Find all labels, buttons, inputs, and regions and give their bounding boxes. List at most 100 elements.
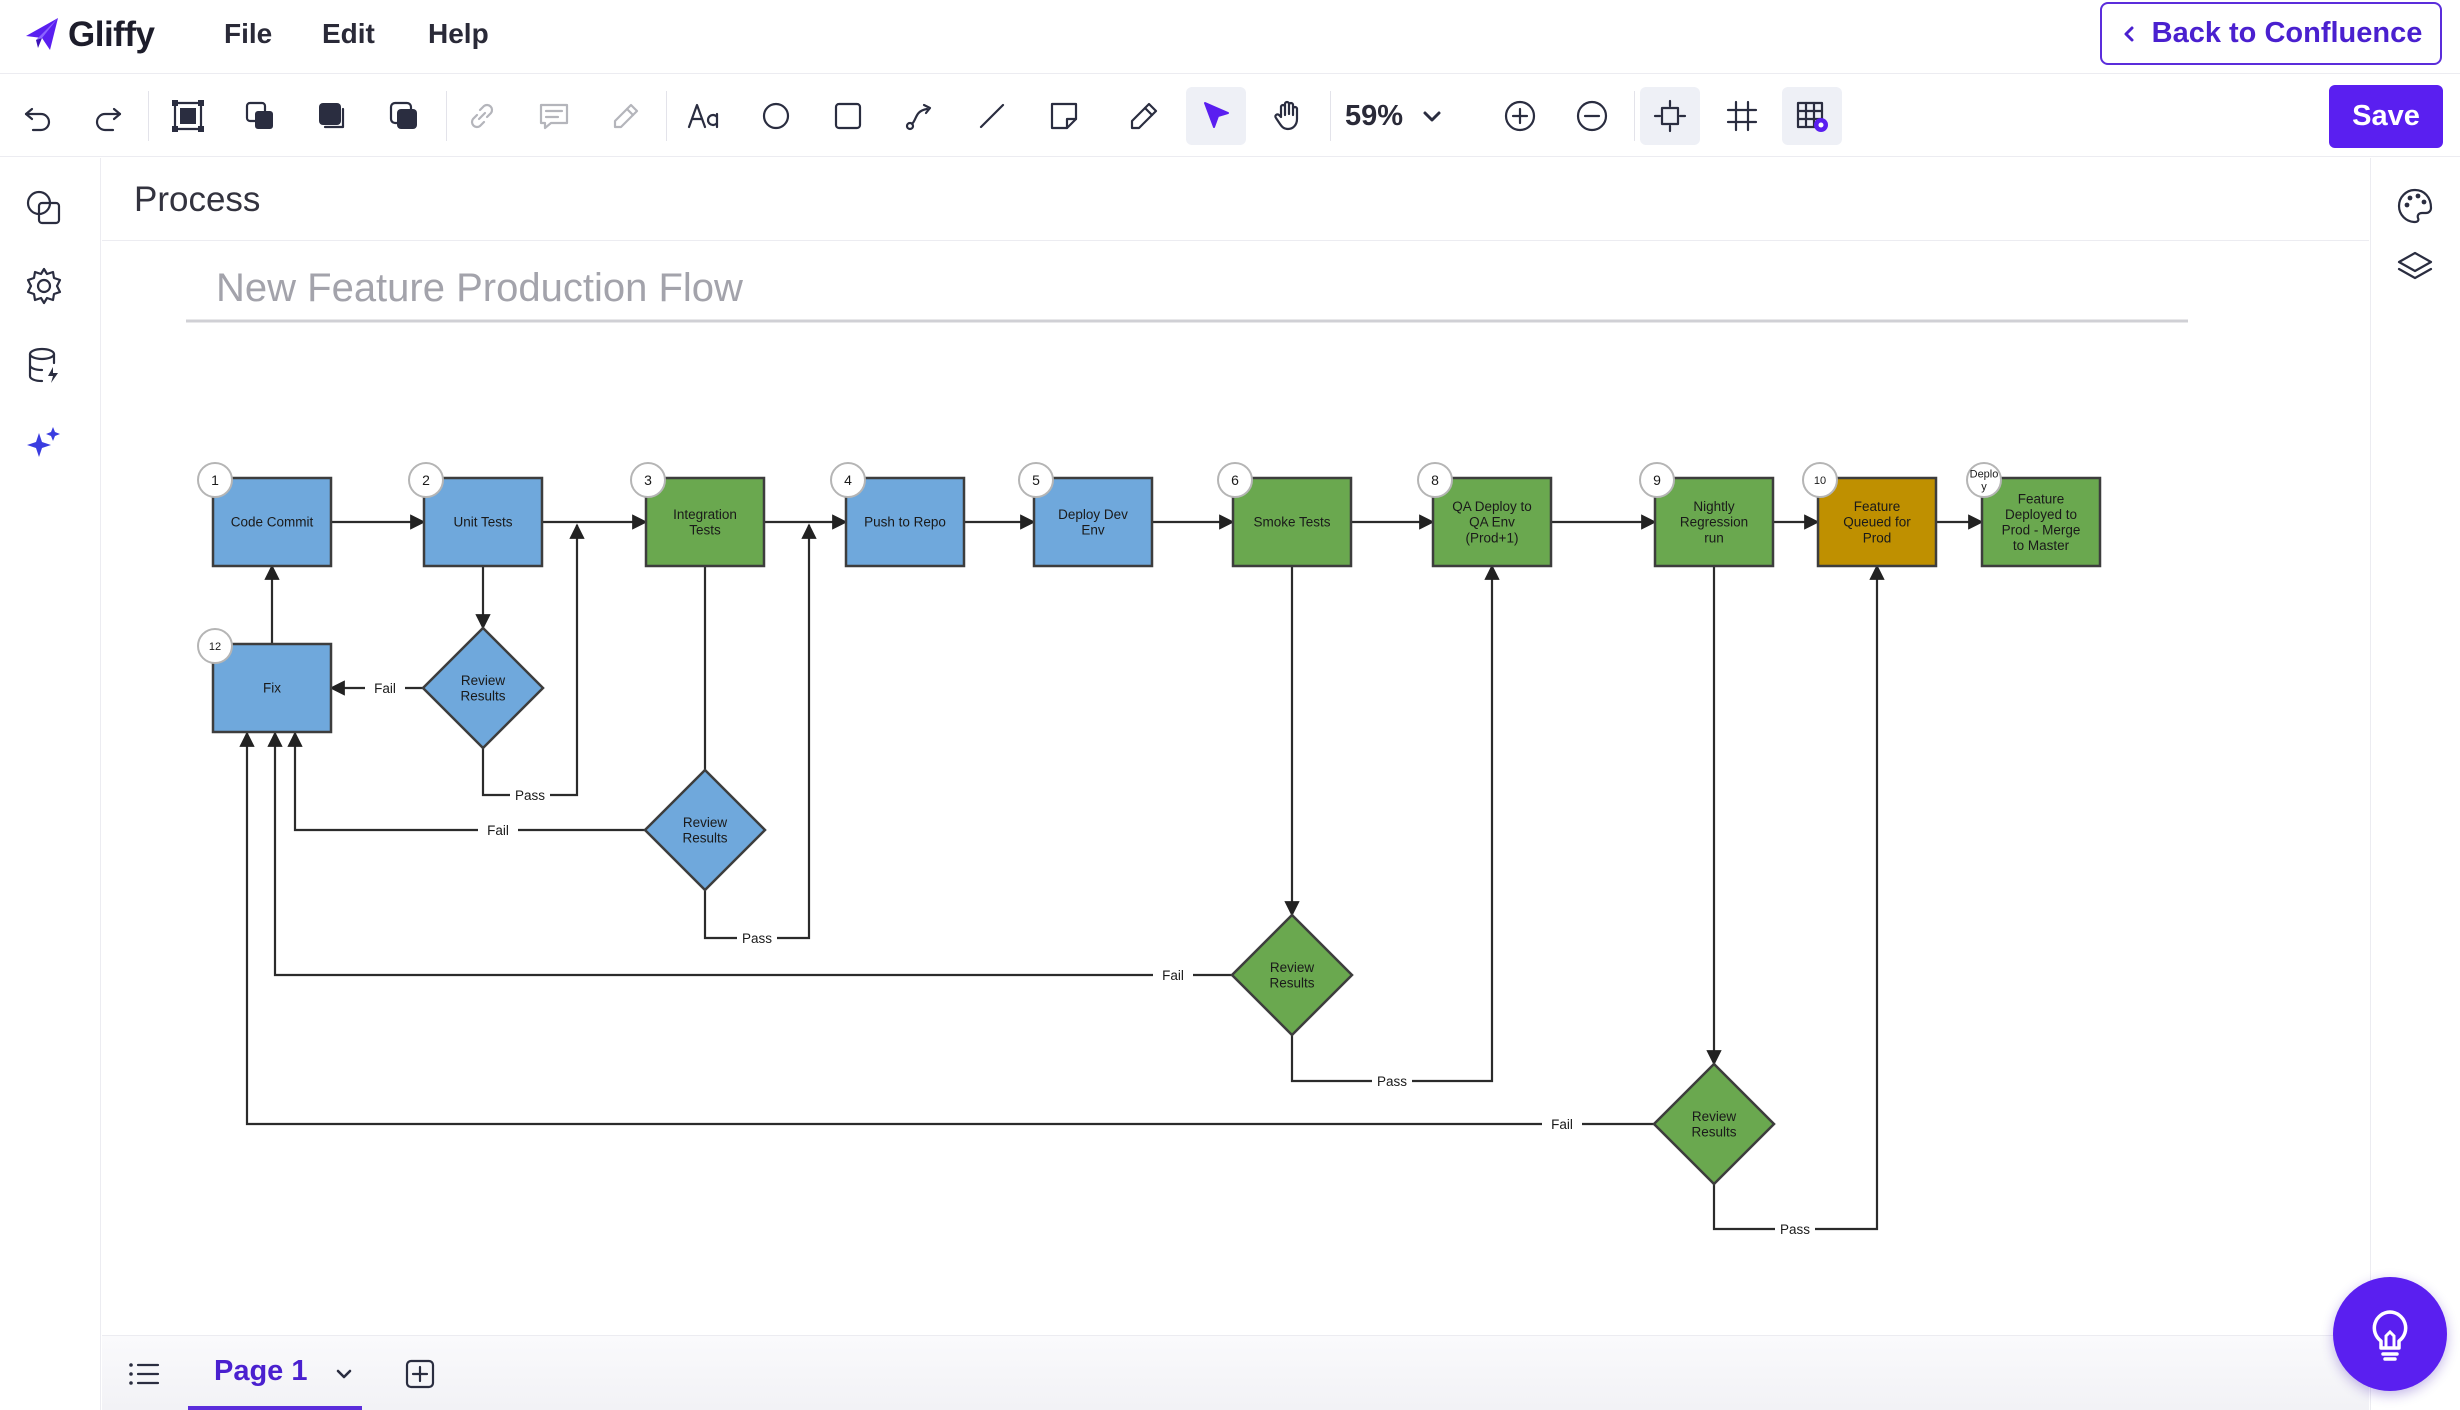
menu-help[interactable]: Help: [428, 18, 489, 49]
data-panel-button[interactable]: [14, 336, 74, 396]
rectangle-tool[interactable]: [818, 87, 878, 145]
text-tool[interactable]: [674, 87, 734, 145]
step-badge-number: 10: [1814, 475, 1826, 487]
connector-d3-n8[interactable]: Pass: [1290, 564, 1500, 1090]
node-shape: [844, 476, 966, 568]
left-sidebar: [0, 158, 101, 1410]
node-shape: [211, 476, 333, 568]
page-tab-1[interactable]: Page 1: [188, 1336, 362, 1410]
connector-d2-n12[interactable]: Fail: [287, 731, 645, 839]
node-shape: [1230, 913, 1354, 1037]
zoom-out-button[interactable]: [1562, 87, 1622, 145]
step-badge-number: 8: [1431, 472, 1439, 488]
step-badge-number: 9: [1653, 472, 1661, 488]
connector-d4-n12[interactable]: Fail: [239, 731, 1654, 1133]
step-badge-number: 12: [209, 641, 221, 653]
menu-edit[interactable]: Edit: [322, 18, 375, 49]
connector-d1-n12[interactable]: Fail: [329, 679, 423, 697]
snap-icon: [1653, 99, 1687, 133]
undo-icon: [24, 107, 51, 132]
gliffy-logo[interactable]: Gliffy: [22, 13, 155, 57]
send-to-back-button[interactable]: [374, 87, 434, 145]
add-page-button[interactable]: [395, 1349, 445, 1399]
connector-label: Fail: [1551, 1117, 1573, 1132]
connector-d1-n2[interactable]: Pass: [481, 523, 585, 804]
zoom-dropdown[interactable]: 59%: [1345, 87, 1443, 145]
pencil-tool[interactable]: [1114, 87, 1174, 145]
help-tips-button[interactable]: [2333, 1277, 2447, 1391]
chevron-down-icon: [1423, 111, 1441, 122]
back-to-confluence-button[interactable]: Back to Confluence: [2100, 2, 2442, 65]
connector-label-bg: [510, 786, 550, 804]
settings-panel-button[interactable]: [14, 256, 74, 316]
connector-d4-n10[interactable]: Pass: [1712, 564, 1885, 1238]
chevron-down-icon[interactable]: [334, 1364, 354, 1384]
connector-tool[interactable]: [890, 87, 950, 145]
bring-to-front-button[interactable]: [302, 87, 362, 145]
link-button[interactable]: [452, 87, 512, 145]
document-title[interactable]: Process: [134, 180, 261, 219]
snap-to-objects-toggle[interactable]: [1640, 87, 1700, 145]
send-to-back-icon: [389, 101, 417, 129]
node-shape: [1032, 476, 1154, 568]
zoom-level: 59%: [1345, 99, 1404, 132]
zoom-in-button[interactable]: [1490, 87, 1550, 145]
diagram-title[interactable]: New Feature Production Flow: [216, 266, 743, 310]
ungroup-button[interactable]: [230, 87, 290, 145]
bring-to-front-icon: [319, 103, 345, 129]
layers-icon: [2397, 251, 2433, 280]
step-badge: [197, 462, 233, 498]
circle-icon: [762, 102, 790, 130]
ai-assist-button[interactable]: [14, 414, 74, 474]
line-tool[interactable]: [962, 87, 1022, 145]
pages-list-button[interactable]: [119, 1349, 169, 1399]
undo-button[interactable]: [8, 87, 68, 145]
sticky-note-tool[interactable]: [1034, 87, 1094, 145]
connector-d3-n12[interactable]: Fail: [267, 731, 1232, 984]
square-icon: [834, 102, 862, 130]
node-label: Unit Tests: [453, 515, 512, 530]
page-settings-button[interactable]: [1782, 87, 1842, 145]
flowchart-diagram[interactable]: New Feature Production Flow FailPassFail…: [102, 242, 2369, 1335]
theme-panel-button[interactable]: [2385, 176, 2445, 236]
menu-file[interactable]: File: [224, 18, 273, 49]
step-badge: [408, 462, 444, 498]
group-button[interactable]: [158, 87, 218, 145]
grid-toggle[interactable]: [1712, 87, 1772, 145]
connector-label-bg: [737, 929, 777, 947]
eyedropper-button[interactable]: [596, 87, 656, 145]
step-badge-number: 5: [1032, 472, 1040, 488]
shapes-panel-button[interactable]: [14, 178, 74, 238]
redo-button[interactable]: [78, 87, 138, 145]
comment-button[interactable]: [524, 87, 584, 145]
pan-tool[interactable]: [1258, 87, 1318, 145]
layers-panel-button[interactable]: [2385, 238, 2445, 298]
connector-d2-n4[interactable]: Pass: [703, 523, 817, 947]
sparkles-icon: [27, 427, 60, 457]
ellipse-tool[interactable]: [746, 87, 806, 145]
select-tool[interactable]: [1186, 87, 1246, 145]
save-button[interactable]: Save: [2329, 85, 2443, 148]
node-label: Smoke Tests: [1253, 515, 1330, 530]
pencil-icon: [1130, 102, 1158, 130]
